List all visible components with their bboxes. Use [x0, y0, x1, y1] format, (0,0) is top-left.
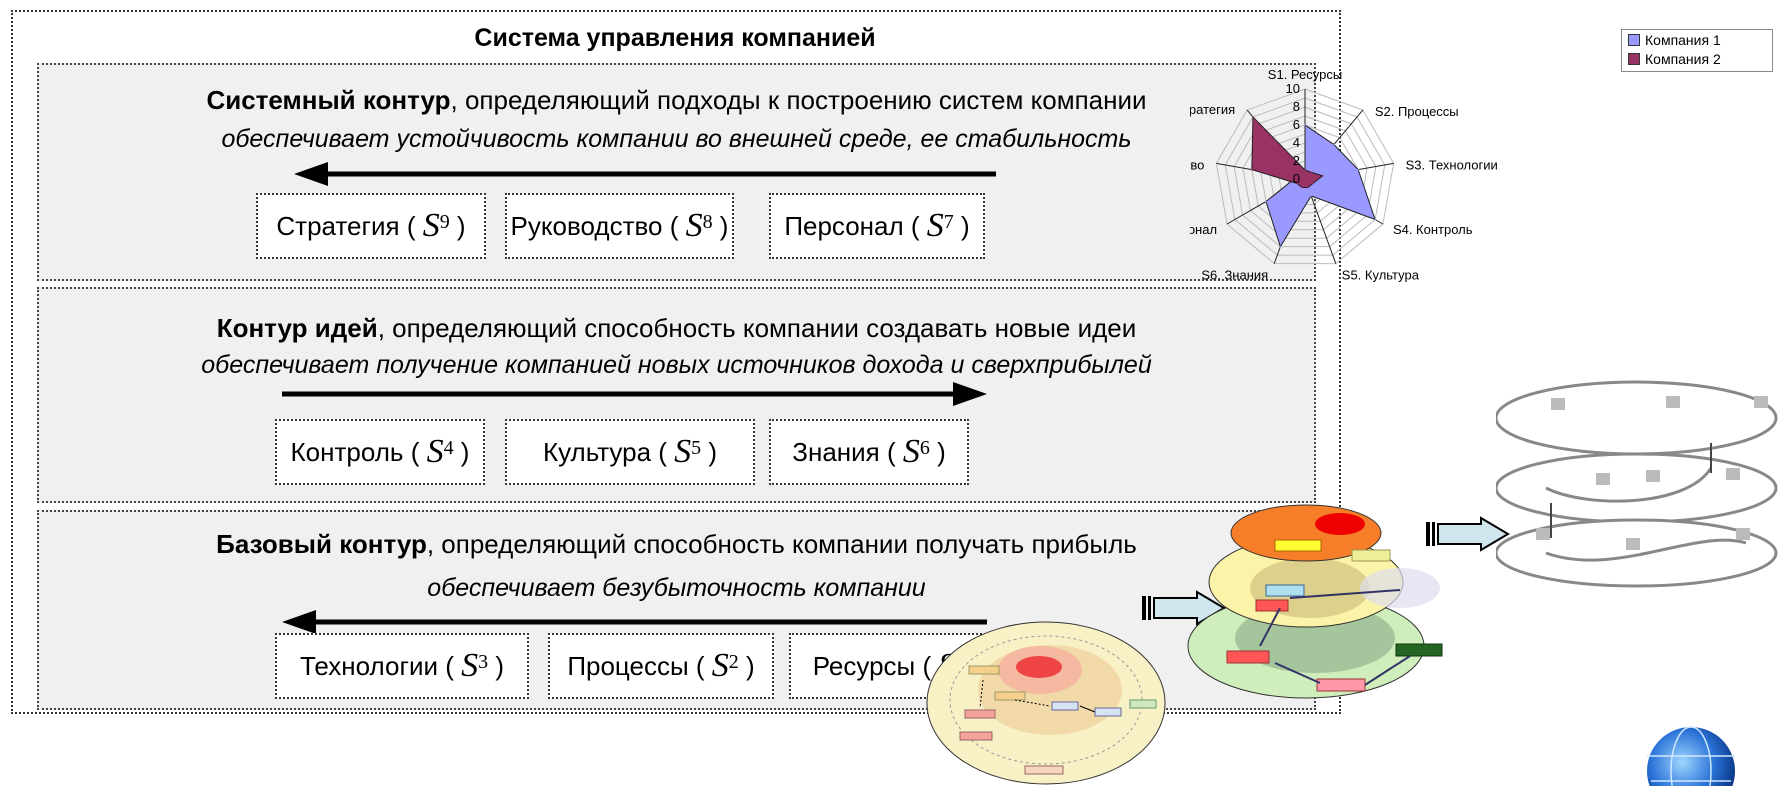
- left-arrow: [294, 162, 996, 186]
- radar-axis-label: S9. Стратегия: [1190, 102, 1235, 117]
- legend-label-company-1: Компания 1: [1645, 31, 1721, 48]
- radar-grid-ring: [1224, 97, 1386, 256]
- radar-point-series-2: [1251, 168, 1253, 171]
- radar-tick-label: 2: [1293, 153, 1300, 168]
- radar-grid-ring: [1233, 106, 1377, 248]
- right-arrow: [282, 382, 987, 406]
- transition-arrow-2: [1426, 516, 1510, 552]
- radar-point-series-1: [1265, 200, 1267, 203]
- base-contour-panel: Базовый контур, определяющий способность…: [37, 510, 1316, 710]
- radar-axis-label: S7. Персонал: [1190, 222, 1217, 237]
- radar-tick-label: 0: [1293, 171, 1300, 186]
- stacked-contours-diagram: [1187, 504, 1443, 699]
- radar-point-series-1: [1333, 143, 1335, 146]
- radar-point-series-1: [1374, 218, 1376, 221]
- base-contour-subtitle: обеспечивает безубыточность компании: [427, 574, 926, 602]
- system-contour-subtitle: обеспечивает устойчивость компании во вн…: [221, 125, 1132, 153]
- radar-axis-label: S6. Знания: [1201, 268, 1268, 283]
- concentric-circles-thumbnail: [926, 621, 1166, 785]
- radar-point-series-2: [1321, 175, 1324, 177]
- base-contour-heading: Базовый контур, определяющий способность…: [216, 529, 1137, 559]
- radar-point-series-2: [1307, 186, 1309, 189]
- left-arrow: [282, 610, 987, 634]
- legend-label-company-2: Компания 2: [1645, 50, 1721, 67]
- ideas-contour-panel: Контур идей, определяющий способность ко…: [37, 287, 1316, 503]
- radar-axis-label: S1. Ресурсы: [1268, 67, 1342, 82]
- radar-axis-label: S3. Технологии: [1406, 157, 1498, 172]
- radar-series-1: [1265, 124, 1376, 248]
- radar-point-series-2: [1296, 182, 1299, 185]
- radar-tick-label: 4: [1293, 135, 1300, 150]
- radar-tick-label: 6: [1293, 117, 1300, 132]
- radar-grid-ring: [1215, 88, 1395, 265]
- ideas-contour-heading: Контур идей, определяющий способность ко…: [216, 313, 1137, 343]
- radar-point-series-1: [1357, 168, 1359, 171]
- legend-swatch-company-2: [1628, 52, 1640, 65]
- radar-point-series-2: [1301, 186, 1303, 189]
- radar-point-series-1: [1310, 195, 1312, 197]
- wireframe-contours-diagram: [1496, 380, 1778, 588]
- globe-icon: [1647, 726, 1735, 786]
- radar-point-series-2: [1311, 182, 1314, 185]
- chart-legend: Компания 1 Компания 2: [1621, 29, 1773, 72]
- radar-point-series-2: [1309, 171, 1312, 173]
- radar-axis-label: S2. Процессы: [1375, 104, 1459, 119]
- system-contour-panel: Системный контур, определяющий подходы к…: [37, 63, 1316, 281]
- radar-axis-label: S4. Контроль: [1393, 222, 1473, 237]
- ideas-contour-subtitle: обеспечивает получение компанией новых и…: [201, 351, 1152, 379]
- radar-point-series-2: [1304, 169, 1306, 171]
- radar-tick-label: 10: [1286, 81, 1300, 96]
- radar-tick-label: 8: [1293, 99, 1300, 114]
- radar-point-series-2: [1252, 116, 1254, 118]
- system-contour-heading: Системный контур, определяющий подходы к…: [206, 85, 1147, 115]
- legend-swatch-company-1: [1628, 33, 1640, 46]
- radar-series-2: [1251, 115, 1324, 188]
- page-title: Система управления компанией: [474, 24, 876, 52]
- radar-axis-label: S5. Культура: [1342, 268, 1420, 283]
- radar-axis-label: S8. Руководство: [1190, 157, 1204, 172]
- radar-point-series-1: [1304, 124, 1306, 126]
- radar-point-series-1: [1279, 245, 1282, 248]
